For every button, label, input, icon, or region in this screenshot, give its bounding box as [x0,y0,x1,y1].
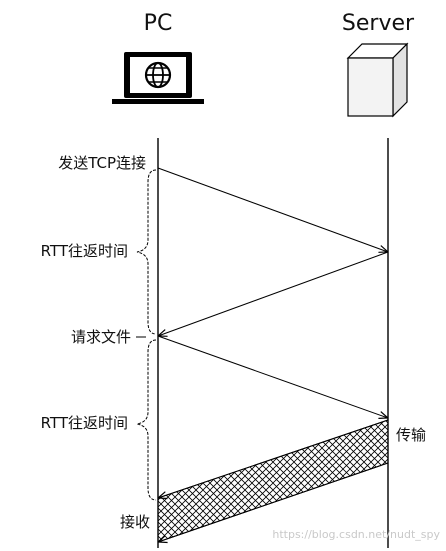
file-request-arrow [157,335,388,418]
rtt-brace-2 [136,339,157,501]
laptop-globe-icon [112,52,204,104]
server-box-icon [346,42,409,118]
watermark: https://blog.csdn.net/nudt_spy [272,528,440,541]
transfer-start-arrow [158,419,389,498]
rtt-label-1: RTT往返时间 [41,242,128,260]
server-title: Server [342,11,415,36]
rtt-label-2: RTT往返时间 [41,414,128,432]
rtt-brace-1 [136,169,157,335]
receive-label: 接收 [120,513,150,531]
transfer-band [157,419,389,543]
tcp-reply-arrow [158,251,389,336]
transfer-end-arrow [158,462,389,542]
transfer-label: 传输 [396,426,426,444]
pc-title: PC [144,11,173,36]
tcp-connect-arrow [157,167,388,252]
request-file-label: 请求文件 [71,328,131,346]
send-tcp-label: 发送TCP连接 [58,154,146,172]
